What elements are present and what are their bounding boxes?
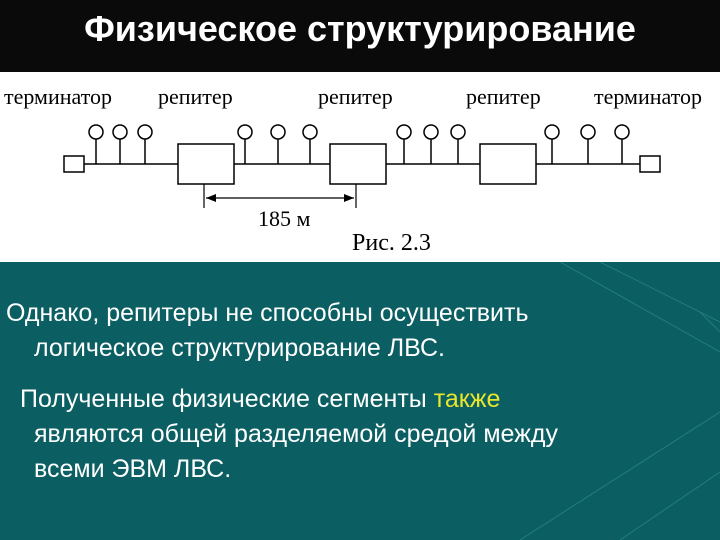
paragraph-2-line-2: являются общей разделяемой средой между: [34, 420, 558, 448]
paragraph-2-line-3: всеми ЭВМ ЛВС.: [34, 455, 232, 483]
label-terminator-left: терминатор: [4, 84, 112, 109]
paragraph-2-text-a: Полученные физические сегменты: [20, 385, 434, 413]
label-terminator-right: терминатор: [594, 84, 702, 109]
label-repeater-2: репитер: [318, 84, 393, 109]
paragraph-1-line-2: логическое структурирование ЛВС.: [34, 334, 445, 362]
paragraph-1-line-1: Однако, репитеры не способны осуществить: [6, 299, 529, 327]
label-repeater-1: репитер: [158, 84, 233, 109]
slide-title: Физическое структурирование: [84, 8, 636, 49]
background-decoration: [519, 262, 720, 540]
distance-marker: [203, 184, 357, 208]
repeater-box-3: [479, 143, 537, 185]
stations-segment-1: [88, 124, 153, 164]
diagram-svg: терминатор репитер репитер репитер терми…: [4, 84, 702, 256]
title-bar: Физическое структурирование: [0, 0, 720, 72]
terminator-left: [63, 155, 85, 173]
paragraph-2-line-1: Полученные физические сегменты также: [20, 382, 720, 417]
highlighted-word: также: [433, 385, 501, 413]
stations-segment-4: [544, 124, 630, 164]
paragraph-1: Однако, репитеры не способны осуществить…: [6, 296, 706, 366]
distance-label: 185 м: [258, 206, 311, 231]
terminator-right: [639, 155, 661, 173]
network-diagram: терминатор репитер репитер репитер терми…: [0, 72, 720, 262]
repeater-box-2: [329, 143, 387, 185]
label-repeater-3: репитер: [466, 84, 541, 109]
repeater-box-1: [177, 143, 235, 185]
stations-segment-2: [237, 124, 318, 164]
stations-segment-3: [396, 124, 466, 164]
paragraph-2: Полученные физические сегменты также явл…: [20, 382, 720, 487]
figure-caption: Рис. 2.3: [352, 230, 431, 256]
